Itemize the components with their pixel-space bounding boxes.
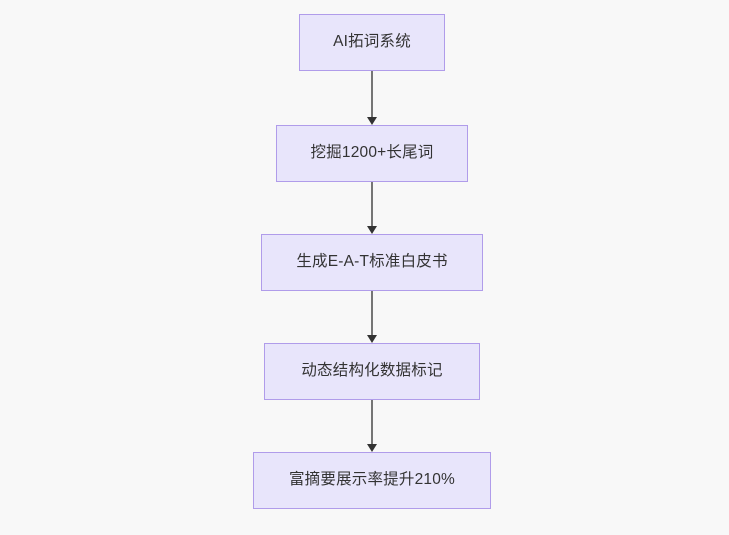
connector-node3-node4 [367, 291, 377, 343]
flow-node-label: AI拓词系统 [333, 33, 411, 51]
flow-node-dynamic-structured-data-markup[interactable]: 动态结构化数据标记 [264, 343, 480, 400]
connector-node4-node5 [367, 400, 377, 452]
flow-node-generate-eat-whitepaper[interactable]: 生成E-A-T标准白皮书 [261, 234, 483, 291]
flow-node-label: 动态结构化数据标记 [301, 362, 443, 380]
connector-line [371, 71, 373, 118]
connector-node2-node3 [367, 182, 377, 234]
connector-node1-node2 [367, 71, 377, 125]
flow-node-mine-longtail-keywords[interactable]: 挖掘1200+长尾词 [276, 125, 468, 182]
flow-node-label: 富摘要展示率提升210% [288, 471, 456, 489]
arrowhead-icon [367, 117, 377, 125]
connector-line [371, 291, 373, 336]
connector-line [371, 400, 373, 445]
arrowhead-icon [367, 226, 377, 234]
arrowhead-icon [367, 444, 377, 452]
flow-node-rich-snippet-impression-uplift[interactable]: 富摘要展示率提升210% [253, 452, 491, 509]
connector-line [371, 182, 373, 227]
flow-node-label: 生成E-A-T标准白皮书 [296, 253, 448, 271]
flow-node-label: 挖掘1200+长尾词 [310, 144, 434, 162]
arrowhead-icon [367, 335, 377, 343]
flow-node-ai-keyword-system[interactable]: AI拓词系统 [299, 14, 445, 71]
